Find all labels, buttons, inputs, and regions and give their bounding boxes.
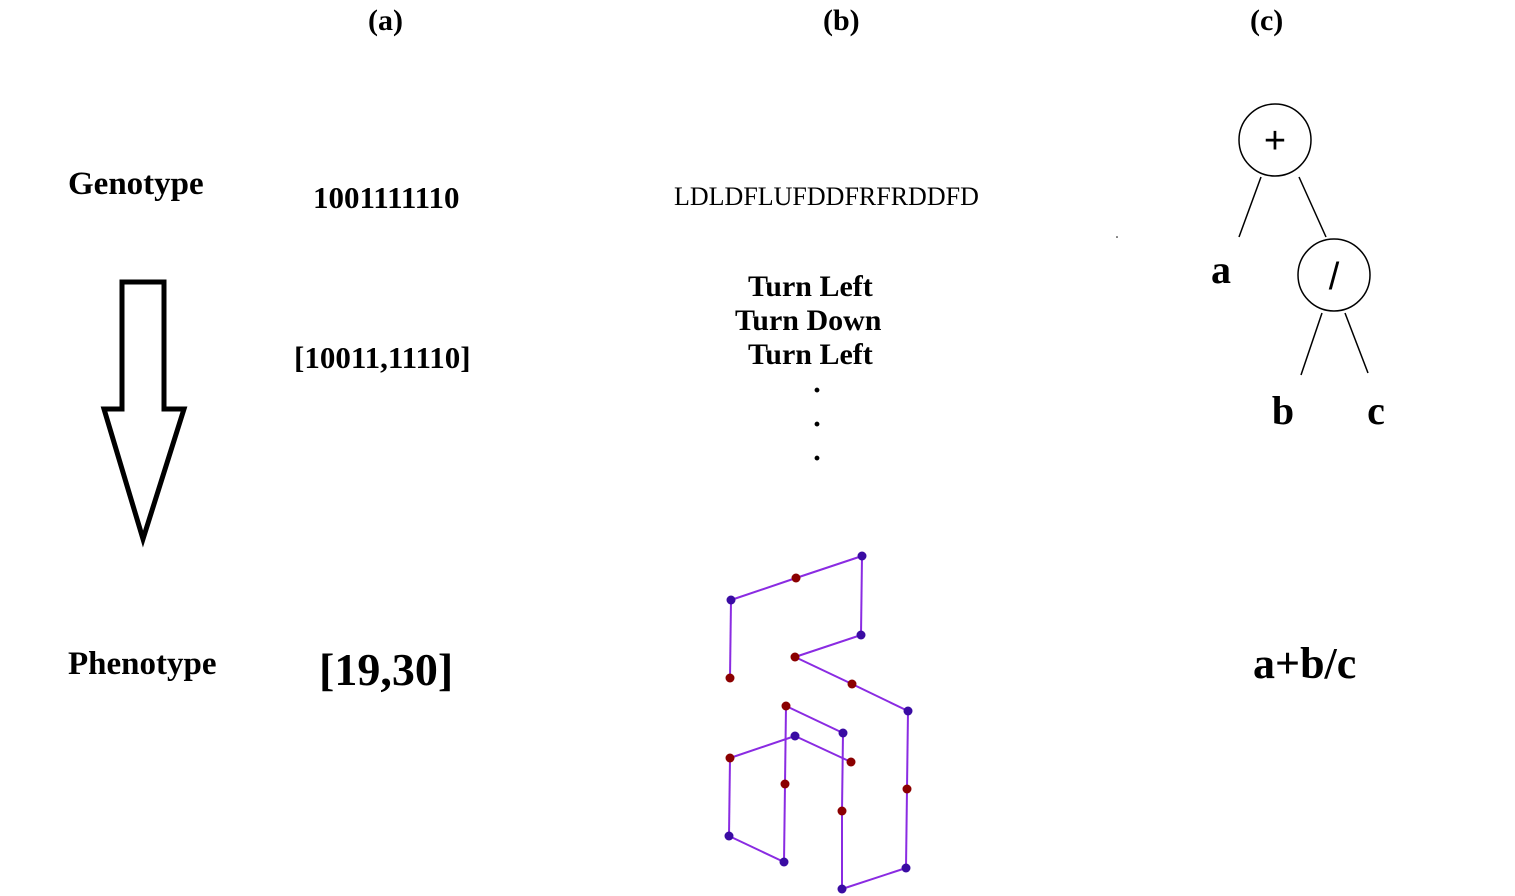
move-step-1: Turn Left [748, 270, 873, 303]
fold-bond-4 [794, 656, 853, 685]
fold-residue-9 [837, 884, 847, 894]
fold-bond-11 [785, 705, 844, 734]
fold-residue-19 [725, 673, 735, 683]
fold-residue-10 [837, 806, 847, 816]
tree-edge-root-div [1298, 176, 1327, 238]
binary-phenotype: [19,30] [319, 644, 454, 695]
tree-leaf-a: a [1211, 247, 1231, 292]
phenotype-label: Phenotype [68, 646, 217, 682]
fold-bond-8 [841, 867, 907, 890]
binary-genotype: 1001111110 [313, 180, 460, 215]
fold-residue-13 [780, 779, 790, 789]
fold-bond-0 [730, 577, 797, 601]
tree-node-div [1297, 238, 1371, 312]
fold-residue-12 [781, 701, 791, 711]
fold-residue-2 [857, 551, 867, 561]
tree-root-symbol: + [1264, 120, 1286, 162]
tree-node-root [1238, 103, 1312, 177]
fold-residue-8 [901, 863, 911, 873]
fold-bond-5 [851, 683, 909, 712]
fold-residue-5 [847, 679, 857, 689]
fold-residue-14 [779, 857, 789, 867]
panel-a-header: (a) [368, 4, 403, 37]
fold-residue-15 [724, 831, 734, 841]
panel-b-header: (b) [823, 4, 860, 37]
tree-div-symbol: / [1329, 256, 1340, 298]
binary-split: [10011,11110] [294, 340, 471, 375]
tree-edge-root-a [1238, 176, 1262, 238]
fold-residue-6 [903, 706, 913, 716]
tree-leaf-b: b [1272, 388, 1294, 433]
panel-c-header: (c) [1250, 4, 1284, 37]
fold-bond-12 [784, 705, 787, 785]
fold-bond-10 [841, 732, 844, 812]
ellipsis-dot-3: · [812, 442, 823, 475]
protein-fold [724, 551, 913, 894]
fold-bond-2 [860, 555, 863, 636]
fold-residue-1 [791, 573, 801, 583]
tree-edge-div-b [1300, 312, 1323, 376]
ellipsis-dot-1: · [812, 374, 823, 407]
speck [1116, 236, 1118, 238]
fold-residue-3 [856, 630, 866, 640]
ellipsis-dot-2: · [812, 408, 823, 441]
genotype-label: Genotype [68, 166, 204, 202]
fold-residue-0 [726, 595, 736, 605]
fold-residue-18 [846, 757, 856, 767]
fold-residue-4 [790, 652, 800, 662]
fold-bond-extra-0 [729, 599, 732, 679]
move-string-genotype: LDLDFLUFDDFRFRDDFD [674, 182, 979, 211]
fold-residue-7 [902, 784, 912, 794]
move-step-3: Turn Left [748, 338, 873, 371]
move-step-2: Turn Down [735, 304, 882, 337]
fold-residue-11 [838, 728, 848, 738]
down-arrow-icon [100, 279, 188, 548]
fold-bond-3 [794, 634, 862, 658]
tree-edge-div-c [1344, 312, 1369, 374]
fold-bond-13 [783, 783, 786, 863]
fold-bond-7 [905, 788, 908, 869]
expression-tree: + / a b c [1211, 103, 1385, 433]
fold-bond-6 [906, 710, 909, 790]
fold-residue-17 [790, 731, 800, 741]
expression-phenotype: a+b/c [1253, 639, 1357, 688]
fold-bond-1 [795, 555, 863, 579]
fold-bond-15 [728, 757, 731, 837]
fold-bond-16 [729, 735, 796, 759]
tree-leaf-c: c [1367, 388, 1385, 433]
fold-bond-17 [794, 735, 852, 763]
fold-bond-14 [728, 835, 785, 863]
fold-residue-16 [725, 753, 735, 763]
